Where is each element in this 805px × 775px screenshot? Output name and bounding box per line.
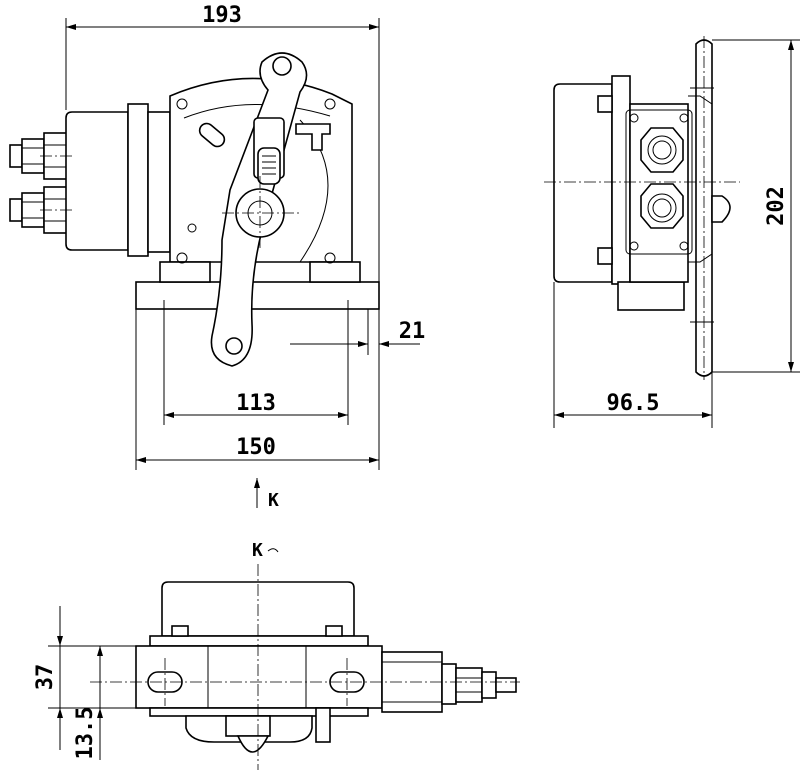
hex-nut-lower [640,183,684,229]
cable-gland-lower [9,186,69,234]
section-label: K [252,540,263,561]
bottom-view: K [33,540,520,770]
side-knob [711,195,731,223]
dim-113: 113 [236,391,276,416]
dim-21: 21 [399,319,426,344]
dim-96-5: 96.5 [607,391,660,416]
dim-193: 193 [202,3,242,28]
side-view: 202 96.5 [544,36,800,428]
enclosure-flange [127,103,149,257]
base-plate [135,281,380,310]
hex-nut-upper [640,127,684,173]
dim-37: 37 [33,664,58,691]
dim-150: 150 [236,435,276,460]
view-arrow-label: K [268,490,279,511]
cable-gland-upper [9,132,69,180]
front-view: 193 113 150 21 K [9,3,426,511]
enclosure-body [65,111,129,251]
bottom-knob [236,735,270,753]
dim-202: 202 [764,186,789,226]
dim-13-5: 13.5 [73,707,98,760]
